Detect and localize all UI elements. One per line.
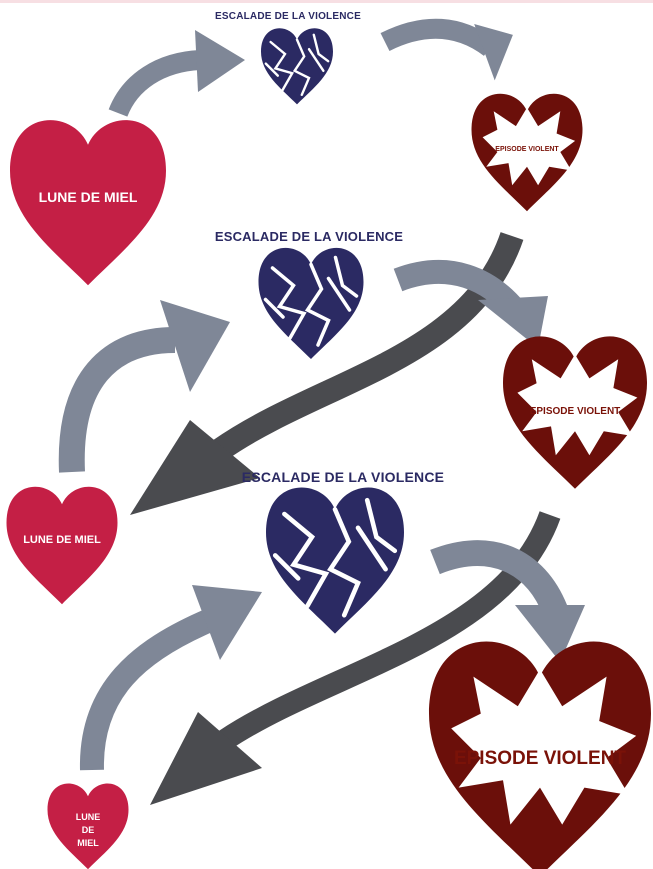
explosion-heart-icon <box>429 641 651 869</box>
arrow-escalade-to-violent-1 <box>380 18 513 81</box>
violent-label-2: EPISODE VIOLENT <box>530 406 621 417</box>
lune-label-3-line-3: MIEL <box>77 838 99 848</box>
arrow-lune-to-escalade-2 <box>58 300 230 473</box>
lune-label-1: LUNE DE MIEL <box>39 189 138 205</box>
arrow-lune-to-escalade-1 <box>108 30 245 118</box>
arrow-escalade-to-violent-3 <box>430 540 585 662</box>
escalade-label-1: ESCALADE DE LA VIOLENCE <box>215 11 361 22</box>
explosion-heart-icon <box>471 93 583 212</box>
lune-label-3-line-2: DE <box>82 825 95 835</box>
violent-label-1: EPISODE VIOLENT <box>495 146 559 153</box>
escalade-label-2: ESCALADE DE LA VIOLENCE <box>215 229 403 244</box>
escalade-label-3: ESCALADE DE LA VIOLENCE <box>242 469 444 485</box>
cracked-heart-icon <box>258 247 364 359</box>
cracked-heart-icon <box>266 487 404 634</box>
violent-label-3: EPISODE VIOLENT <box>454 748 626 769</box>
explosion-heart-icon <box>503 336 647 489</box>
lune-label-3-line-1: LUNE <box>76 812 101 822</box>
arrow-escalade-to-violent-2 <box>393 260 548 348</box>
lune-label-2: LUNE DE MIEL <box>23 534 101 546</box>
arrow-lune-to-escalade-3 <box>79 585 262 771</box>
top-strip <box>0 0 653 3</box>
cracked-heart-icon <box>261 28 333 105</box>
